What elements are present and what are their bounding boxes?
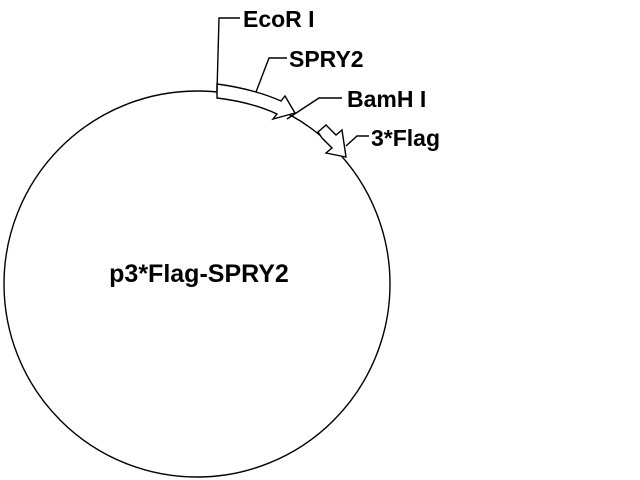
- spry2-label: SPRY2: [289, 46, 364, 72]
- plasmid-name: p3*Flag-SPRY2: [109, 260, 289, 288]
- flag-label: 3*Flag: [371, 125, 440, 151]
- ecori-leader-line: [216, 17, 240, 92]
- spry2-arrow: [216, 83, 297, 121]
- bamhi-leader-line: [286, 97, 342, 120]
- flag-arrow: [317, 124, 347, 158]
- plasmid-backbone: [3, 90, 391, 478]
- ecori-label: EcoR I: [243, 6, 315, 32]
- bamhi-label: BamH I: [347, 86, 426, 112]
- spry2-leader-line: [255, 57, 287, 93]
- flag-leader-line: [345, 135, 369, 147]
